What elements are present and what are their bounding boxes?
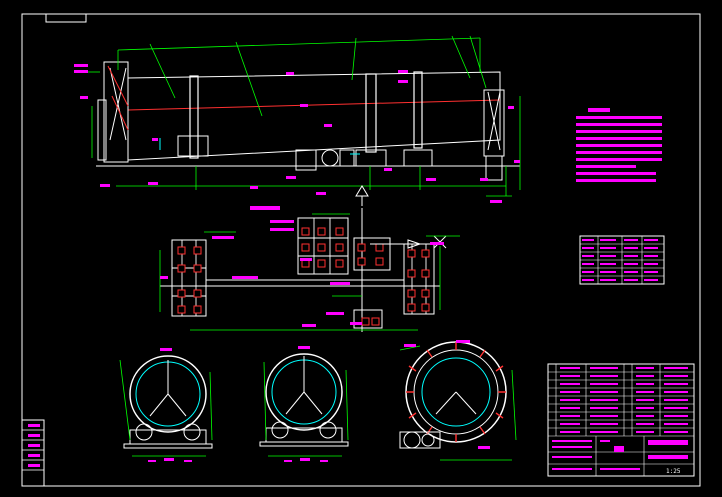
technical-notes — [576, 108, 662, 182]
tire-section-1 — [119, 348, 213, 462]
side-elevation-view — [74, 35, 521, 206]
scale-label: 1:25 — [666, 468, 681, 475]
gear-section-view — [399, 340, 517, 461]
title-block: 1:25 — [547, 363, 695, 477]
tire-section-2 — [259, 346, 349, 462]
specification-table — [579, 235, 665, 285]
foundation-plan-view — [159, 206, 460, 332]
drawing-border — [21, 13, 701, 487]
